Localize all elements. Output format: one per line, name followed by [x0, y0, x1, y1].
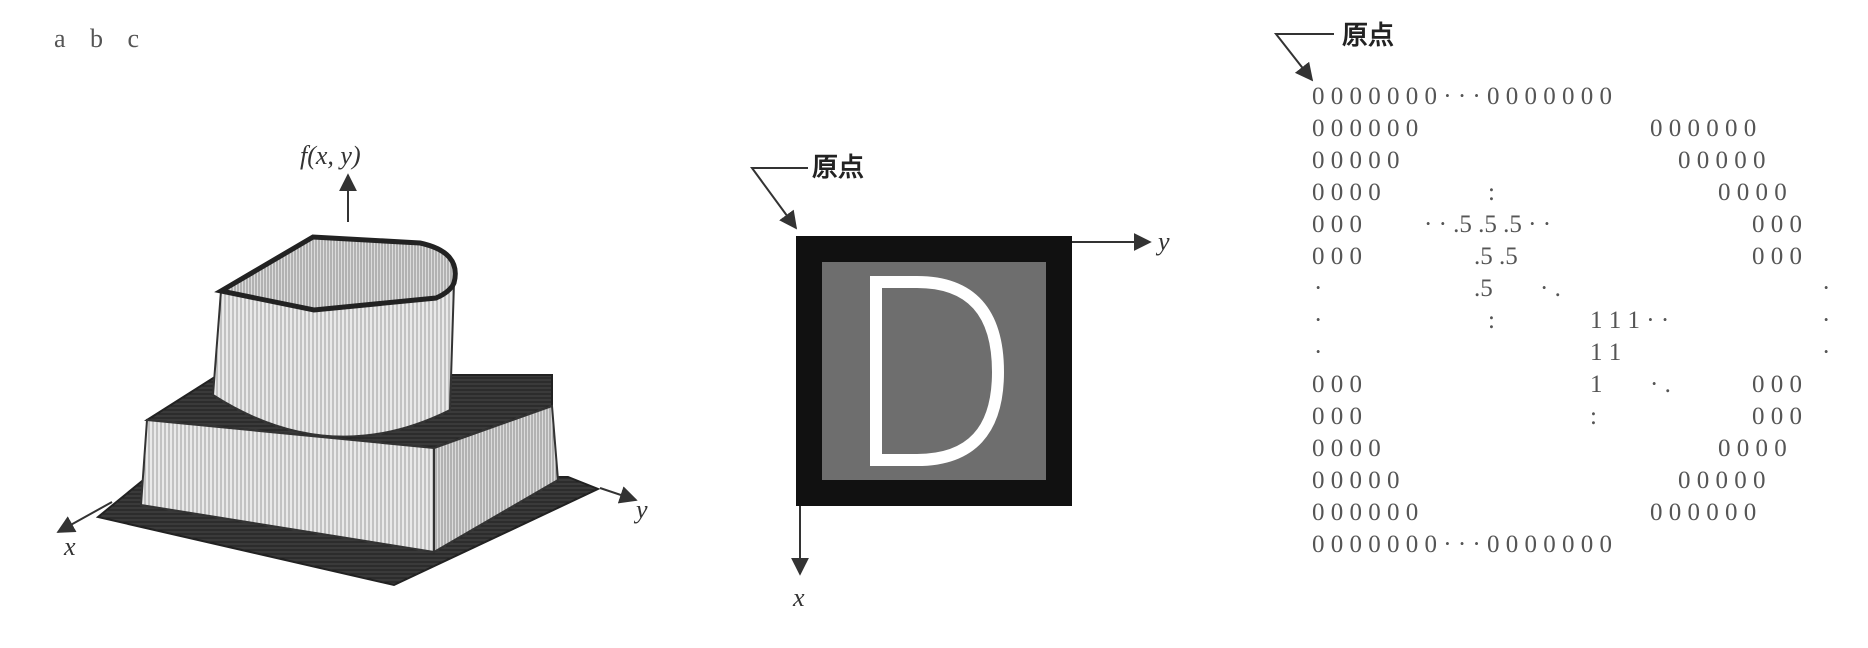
matrix-cell: 1 1 1 · · — [1590, 307, 1669, 334]
image-y-axis-label: y — [1155, 227, 1170, 256]
matrix-row-right: 0 0 0 0 0 — [1678, 467, 1766, 494]
matrix-cell: · — [1314, 339, 1322, 366]
matrix-row-right: 0 0 0 0 — [1718, 179, 1787, 206]
matrix-cell: .5 — [1474, 275, 1493, 302]
image-x-axis-label: x — [792, 583, 805, 612]
origin-label: 原点 — [812, 152, 864, 183]
letter-d-shape — [870, 276, 1005, 466]
matrix-origin-label: 原点 — [1342, 20, 1394, 51]
matrix-row-left: 0 0 0 0 0 0 — [1312, 499, 1418, 526]
z-axis-label: f(x, y) — [300, 141, 361, 170]
y-axis-label: y — [633, 495, 648, 524]
x-axis — [56, 501, 113, 533]
matrix-row-right: 0 0 0 — [1752, 243, 1802, 270]
matrix-cell: 1 — [1590, 371, 1603, 398]
matrix-cell: : — [1488, 179, 1495, 206]
matrix-row-left: 0 0 0 — [1312, 211, 1362, 238]
matrix-cell: · — [1822, 339, 1830, 366]
matrix-row-left: 0 0 0 0 0 0 — [1312, 115, 1418, 142]
matrix-row-right: 0 0 0 0 0 — [1678, 147, 1766, 174]
matrix-cell: : — [1488, 307, 1495, 334]
image-panel: 原点 y x — [750, 152, 1170, 612]
matrix-cell: .5 .5 — [1474, 243, 1518, 270]
matrix-row-left: 0 0 0 — [1312, 243, 1362, 270]
matrix-row-right: 0 0 0 — [1752, 371, 1802, 398]
matrix-origin-pointer — [1273, 33, 1334, 82]
matrix-cell: · · .5 .5 .5 · · — [1424, 211, 1551, 238]
matrix-cell: · . — [1540, 275, 1561, 302]
matrix-row-right: 0 0 0 0 0 0 — [1650, 115, 1756, 142]
matrix-cell: · . — [1650, 371, 1671, 398]
matrix-row-left: 0 0 0 0 — [1312, 179, 1381, 206]
matrix-cell: : — [1590, 403, 1597, 430]
matrix-row-left: 0 0 0 — [1312, 403, 1362, 430]
image-background — [822, 262, 1046, 480]
panel-label-b: b — [90, 24, 106, 53]
y-axis — [599, 486, 638, 504]
matrix-row-right: 0 0 0 0 — [1718, 435, 1787, 462]
upper-cylinder-top — [214, 234, 458, 313]
numeric-matrix-panel: 原点 0 0 0 0 0 0 0 · · · 0 0 0 0 0 0 0 0 0… — [1273, 20, 1830, 558]
matrix-row-left: 0 0 0 0 — [1312, 435, 1381, 462]
origin-pointer — [750, 167, 808, 230]
matrix-row-right: 0 0 0 — [1752, 403, 1802, 430]
matrix-cell: · — [1822, 307, 1830, 334]
matrix-cell: 1 1 — [1590, 339, 1621, 366]
matrix-row: 0 0 0 0 0 0 0 · · · 0 0 0 0 0 0 0 — [1312, 531, 1612, 558]
matrix-row-left: 0 0 0 — [1312, 371, 1362, 398]
matrix-row-left: 0 0 0 0 0 — [1312, 467, 1400, 494]
matrix-row-left: 0 0 0 0 0 — [1312, 147, 1400, 174]
matrix-row: 0 0 0 0 0 0 0 · · · 0 0 0 0 0 0 0 — [1312, 83, 1612, 110]
matrix-row-right: 0 0 0 — [1752, 211, 1802, 238]
panel-labels: a b c — [54, 24, 155, 54]
x-axis-label: x — [63, 532, 76, 561]
matrix-cell: · — [1822, 275, 1830, 302]
surface-plot-3d: f(x, y) x y — [56, 141, 648, 587]
lower-box-right-face — [433, 404, 560, 554]
matrix-cell: · — [1314, 307, 1322, 334]
matrix-cell: · — [1314, 275, 1322, 302]
panel-label-a: a — [54, 24, 68, 53]
panel-label-c: c — [127, 24, 142, 53]
matrix-row-right: 0 0 0 0 0 0 — [1650, 499, 1756, 526]
